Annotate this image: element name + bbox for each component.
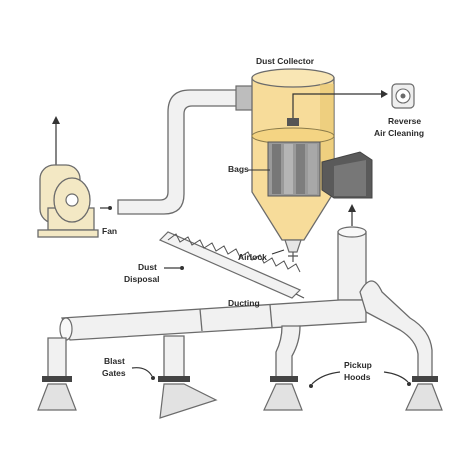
reverse-air-line — [287, 90, 388, 126]
label-airlock: Airlock — [238, 252, 267, 262]
label-blast-gates-2: Gates — [102, 368, 126, 378]
airlock — [284, 239, 302, 262]
label-blast-gates-1: Blast — [104, 356, 125, 366]
label-dust-collector: Dust Collector — [256, 56, 315, 66]
label-dust-disposal-1: Dust — [138, 262, 157, 272]
screw-conveyor — [158, 231, 305, 299]
filter-bags — [267, 141, 321, 197]
label-reverse-air-2: Air Cleaning — [374, 128, 424, 138]
dust-collector — [251, 68, 335, 262]
label-dust-disposal-2: Disposal — [124, 274, 159, 284]
reverse-air-unit — [391, 83, 415, 109]
label-bags: Bags — [228, 164, 249, 174]
dust-disposal-pointer — [164, 266, 184, 270]
fan-pointer-arrow — [100, 206, 112, 210]
blast-gate-1 — [42, 376, 72, 382]
pickup-hood-1 — [37, 383, 77, 411]
pickup-hoods-pointer — [309, 371, 411, 388]
label-ducting: Ducting — [228, 298, 260, 308]
pickup-hood-2 — [159, 383, 218, 419]
label-pickup-hoods-2: Hoods — [344, 372, 371, 382]
exhaust-arrow — [52, 116, 60, 165]
pickup-hood-4 — [405, 383, 443, 411]
collector-inlet-duct — [321, 151, 373, 199]
label-pickup-hoods-1: Pickup — [344, 360, 372, 370]
inlet-arrow — [348, 204, 356, 226]
blast-gate-4 — [412, 376, 438, 382]
pickup-hood-3 — [263, 383, 303, 411]
blast-gates-pointer — [131, 367, 155, 380]
airlock-pointer — [271, 249, 285, 255]
fan — [37, 164, 99, 238]
blast-gate-2 — [158, 376, 190, 382]
label-reverse-air-1: Reverse — [388, 116, 421, 126]
label-fan: Fan — [102, 226, 117, 236]
blast-gate-3 — [270, 376, 298, 382]
collector-to-fan-duct — [117, 85, 257, 215]
